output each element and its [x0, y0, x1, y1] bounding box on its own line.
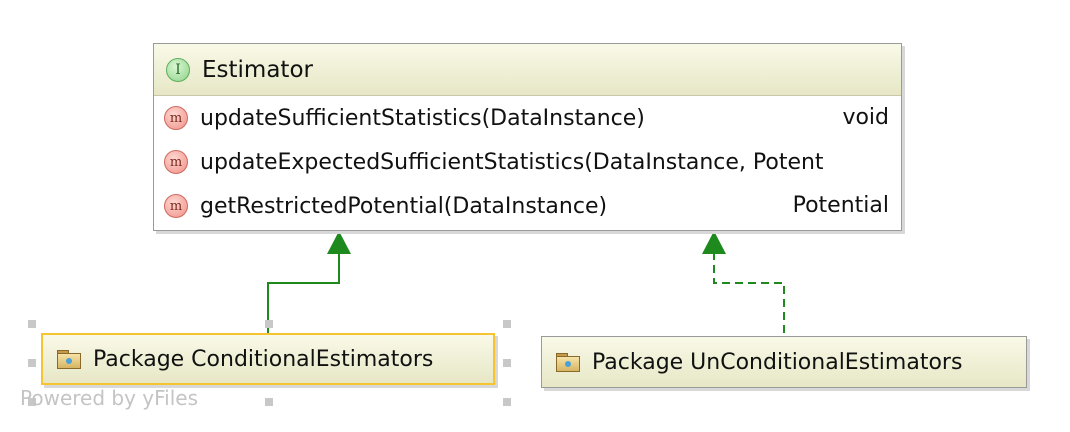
inheritance-arrowhead: [327, 231, 351, 254]
inheritance-edge[interactable]: [267, 252, 340, 333]
realization-edge[interactable]: [713, 252, 785, 333]
method-row[interactable]: m getRestrictedPotential(DataInstance) P…: [154, 184, 901, 228]
method-badge-icon: m: [164, 150, 188, 174]
folder-icon: [556, 353, 580, 372]
class-title: Estimator: [202, 56, 313, 83]
method-return-type: Potential: [792, 193, 889, 218]
package-node-unconditional-estimators[interactable]: Package UnConditionalEstimators: [541, 336, 1027, 388]
method-list: m updateSufficientStatistics(DataInstanc…: [154, 96, 901, 228]
interface-badge-icon: I: [166, 57, 190, 82]
method-signature: updateSufficientStatistics(DataInstance): [200, 105, 645, 131]
method-return-type: void: [842, 105, 889, 130]
estimator-interface-node[interactable]: I Estimator m updateSufficientStatistics…: [153, 43, 902, 231]
selection-handle[interactable]: [503, 320, 511, 328]
method-row[interactable]: m updateExpectedSufficientStatistics(Dat…: [154, 140, 901, 184]
selection-handle[interactable]: [265, 398, 273, 406]
method-signature: getRestrictedPotential(DataInstance): [200, 193, 608, 219]
method-badge-icon: m: [164, 194, 188, 218]
folder-icon: [57, 350, 81, 369]
selection-handle[interactable]: [28, 398, 36, 406]
method-signature: updateExpectedSufficientStatistics(DataI…: [200, 149, 824, 175]
selection-handle[interactable]: [28, 359, 36, 367]
package-node-conditional-estimators[interactable]: Package ConditionalEstimators: [41, 333, 495, 385]
realization-arrowhead: [702, 231, 726, 254]
package-label: Package ConditionalEstimators: [93, 346, 434, 372]
selection-handle[interactable]: [503, 398, 511, 406]
class-header: I Estimator: [154, 44, 901, 96]
method-row[interactable]: m updateSufficientStatistics(DataInstanc…: [154, 96, 901, 140]
method-badge-icon: m: [164, 106, 188, 130]
selection-handle[interactable]: [28, 320, 36, 328]
yfiles-watermark: Powered by yFiles: [20, 386, 198, 410]
package-label: Package UnConditionalEstimators: [592, 349, 963, 375]
selection-handle[interactable]: [503, 359, 511, 367]
selection-handle[interactable]: [265, 320, 273, 328]
